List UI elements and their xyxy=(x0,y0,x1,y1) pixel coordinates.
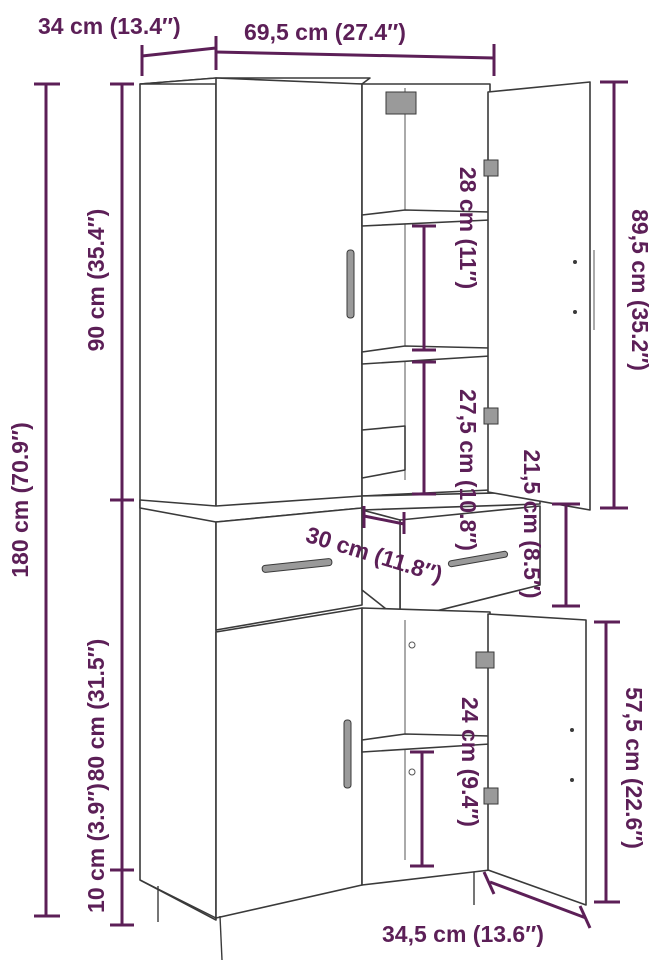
inner-box xyxy=(361,425,406,479)
upper-right-door xyxy=(487,81,591,511)
upper-door-hinge-bottom xyxy=(483,407,499,425)
upper-door-handle xyxy=(346,249,355,319)
open-drawer-top xyxy=(361,491,541,511)
open-drawer-handle xyxy=(447,550,509,568)
label-upper-shelf-gap: 28 cm (11″) xyxy=(455,167,481,289)
lower-right-door xyxy=(487,613,587,906)
label-top-width: 69,5 cm (27.4″) xyxy=(244,19,406,45)
label-middle-shelf-gap: 27,5 cm (10.8″) xyxy=(455,389,481,551)
left-drawer-handle xyxy=(261,558,333,573)
upper-hinge-plate xyxy=(385,91,417,115)
label-lower-height: 80 cm (31.5″) xyxy=(83,639,109,782)
label-lower-door-height: 57,5 cm (22.6″) xyxy=(621,687,647,849)
lower-left-door xyxy=(215,607,363,919)
label-upper-height: 90 cm (35.4″) xyxy=(83,209,109,352)
label-top-depth: 34 cm (13.4″) xyxy=(38,13,181,39)
label-drawer-height: 21,5 cm (8.5″) xyxy=(519,449,545,598)
dimension-labels: 34 cm (13.4″) 69,5 cm (27.4″) 180 cm (70… xyxy=(7,13,653,947)
lower-door-hinge-top xyxy=(475,651,495,669)
label-lower-door-width: 34,5 cm (13.6″) xyxy=(382,921,544,947)
label-leg-height: 10 cm (3.9″) xyxy=(83,783,109,913)
lower-door-handle xyxy=(343,719,352,789)
label-upper-door-height: 89,5 cm (35.2″) xyxy=(627,209,653,371)
label-lower-shelf-gap: 24 cm (9.4″) xyxy=(457,697,483,827)
lower-door-hinge-bottom xyxy=(483,787,499,805)
upper-left-door xyxy=(215,77,363,521)
leg-front-right xyxy=(219,915,223,961)
upper-door-hinge-top xyxy=(483,159,499,177)
label-total-height: 180 cm (70.9″) xyxy=(7,422,33,578)
dimension-lines xyxy=(34,36,628,929)
cabinet-side-panel xyxy=(139,77,217,921)
cabinet-drawing xyxy=(139,77,595,961)
